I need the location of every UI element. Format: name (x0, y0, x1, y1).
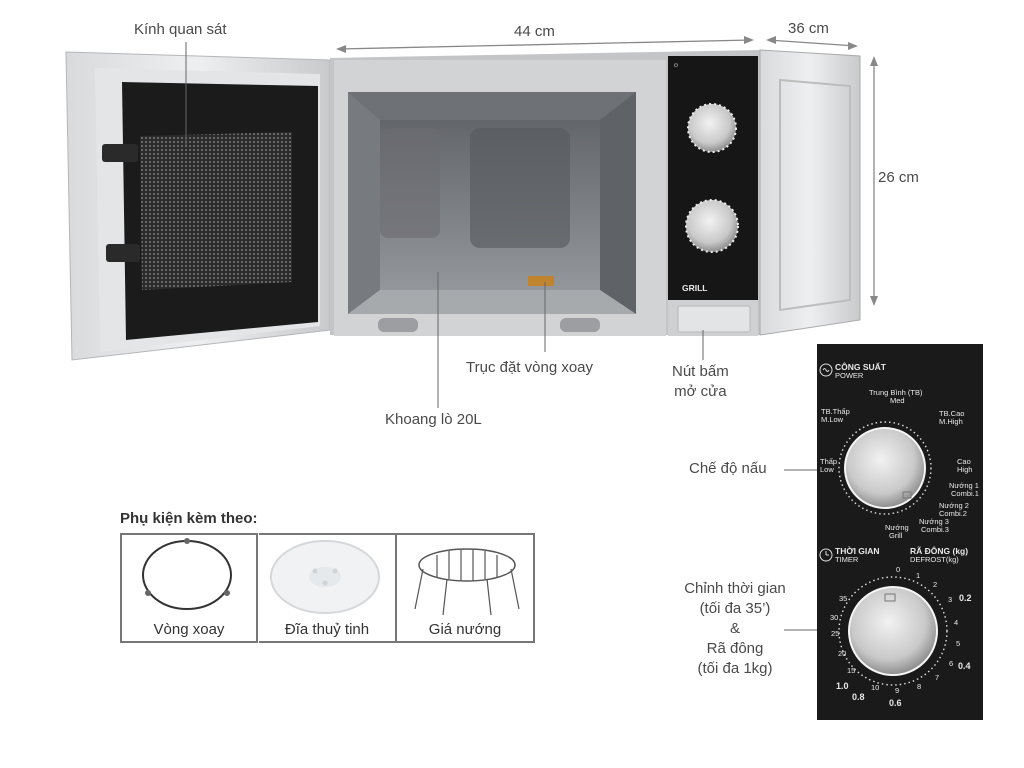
accessory-caption: Vòng xoay (153, 621, 225, 638)
timer-knob[interactable] (848, 586, 938, 676)
control-panel-closeup: CÔNG SUẤT POWER Trung Bình (TB) Med TB.T… (817, 344, 983, 720)
grill-rack-icon (414, 548, 520, 616)
label-height: 26 cm (878, 169, 919, 186)
label-cook-mode: Chế độ nấu (689, 460, 767, 477)
oven-body (330, 49, 861, 336)
turntable-ring-icon (142, 538, 232, 610)
accessory-turntable-ring: Vòng xoay (120, 533, 258, 643)
glass-plate-icon (270, 540, 380, 614)
turntable-shaft (528, 276, 554, 286)
defrost-label: RÃ ĐÔNG (kg) (910, 546, 969, 556)
label-turntable-shaft: Trục đặt vòng xoay (466, 359, 594, 376)
label-depth: 36 cm (788, 20, 829, 37)
label-timer: Chỉnh thời gian (tối đa 35’) & Rã đông (… (684, 580, 786, 677)
label-cavity: Khoang lò 20L (385, 411, 482, 428)
timer-label: THỜI GIAN (835, 546, 880, 556)
power-knob[interactable] (844, 427, 926, 509)
accessory-caption: Giá nướng (428, 621, 502, 638)
clock-icon (819, 548, 833, 562)
open-door (65, 51, 331, 361)
label-door-button: Nút bấm mở cửa (672, 363, 729, 400)
viewing-window-mesh (140, 132, 292, 290)
accessories-title: Phụ kiện kèm theo: (120, 510, 258, 527)
accessory-caption: Đĩa thuỷ tinh (284, 621, 370, 638)
label-viewing-window: Kính quan sát (134, 21, 227, 38)
dimension-lines (336, 36, 878, 306)
power-icon (819, 363, 833, 377)
label-width: 44 cm (514, 23, 555, 40)
oven-control-panel (668, 56, 758, 300)
accessory-glass-plate: Đĩa thuỷ tinh (259, 533, 397, 643)
accessory-grill-rack: Giá nướng (397, 533, 535, 643)
power-label: CÔNG SUẤT (835, 362, 886, 372)
door-open-button (677, 305, 751, 333)
oven-grill-text: GRILL (682, 283, 708, 293)
